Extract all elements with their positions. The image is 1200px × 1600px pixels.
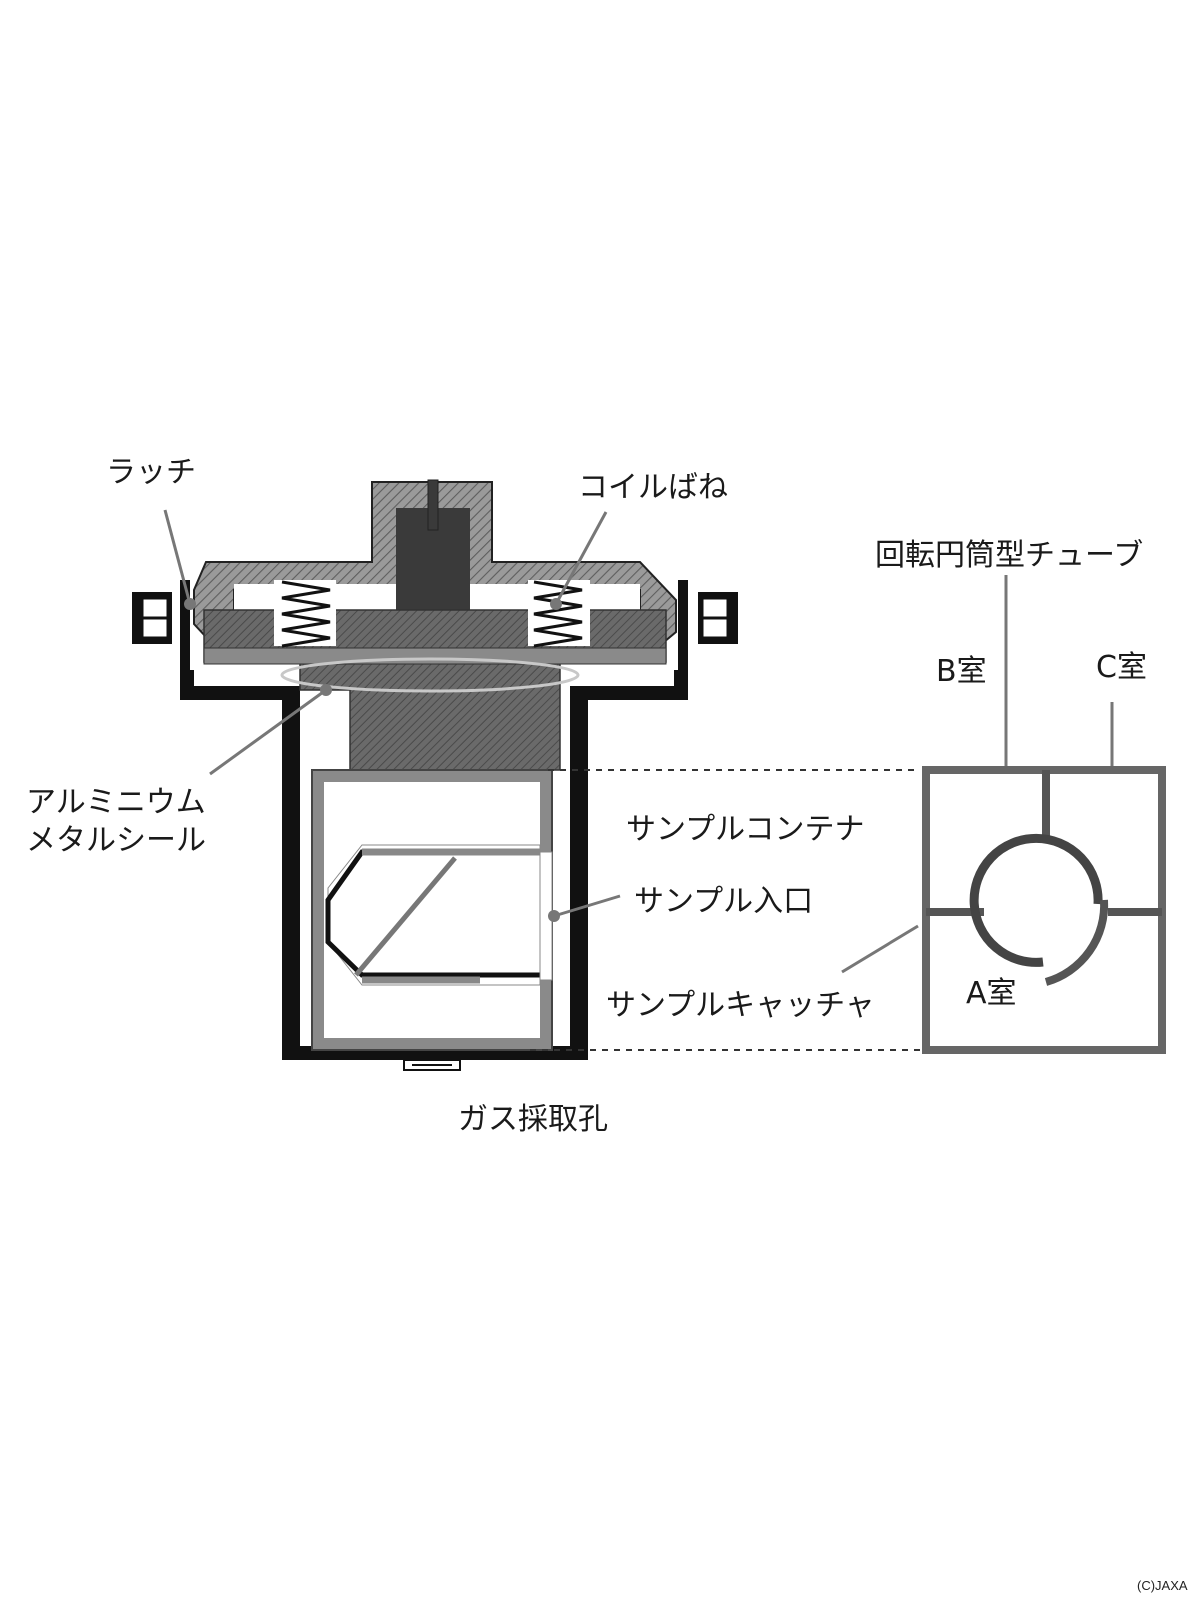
latch-blocks (132, 592, 738, 644)
sample-catcher-body (325, 844, 553, 986)
label-sample-catcher: サンプルキャッチャ (606, 988, 875, 1023)
coil-spring-right (533, 580, 583, 648)
label-rotary-tube: 回転円筒型チューブ (875, 538, 1144, 573)
label-room-c: C室 (1096, 650, 1147, 685)
aluminium-seal-ring (280, 657, 580, 693)
gas-port (403, 1059, 461, 1071)
rotary-tube-cross-section (922, 766, 1166, 1054)
copyright-credit: (C)JAXA (1137, 1578, 1188, 1593)
label-coil-spring: コイルばね (578, 470, 728, 505)
label-gas-port: ガス採取孔 (458, 1102, 608, 1137)
coil-spring-left (281, 580, 331, 648)
label-sample-container: サンプルコンテナ (626, 812, 865, 847)
projection-lines (530, 769, 920, 1051)
label-latch: ラッチ (106, 455, 196, 490)
leader-lines (163, 509, 1114, 974)
label-sample-inlet: サンプル入口 (634, 884, 814, 919)
label-room-a: A室 (966, 976, 1017, 1011)
label-room-b: B室 (936, 654, 987, 689)
label-aluminium-metal-seal: アルミニウム メタルシール (26, 785, 206, 858)
